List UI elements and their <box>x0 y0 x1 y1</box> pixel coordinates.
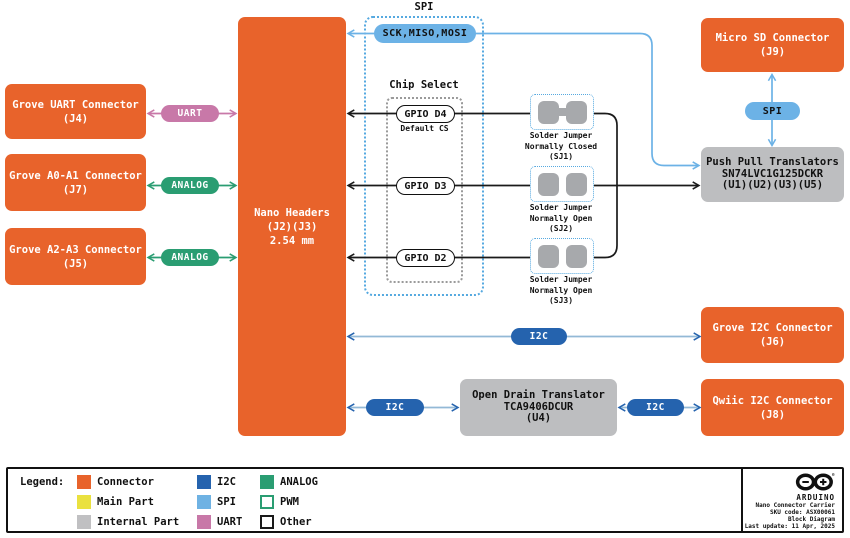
solder-jumper-sj1 <box>530 94 594 130</box>
jumper-bridge-closed <box>555 108 569 116</box>
i2c-opendrain-pill: I2C <box>366 399 424 416</box>
block-ref: (J6) <box>759 336 786 348</box>
chip-select-label: Chip Select <box>389 79 459 91</box>
jumper-pad <box>565 172 587 196</box>
sj2-label: Solder Jumper Normally Open (SJ2) <box>529 203 593 233</box>
i2c-grove-pill: I2C <box>511 328 567 345</box>
block-ref: (U1)(U2)(U3)(U5) <box>721 179 824 192</box>
legend-item: Other <box>260 515 318 529</box>
uart-swatch <box>197 515 211 529</box>
block-part: SN74LVC1G125DCKR <box>721 167 824 180</box>
sj3-label: Solder Jumper Normally Open (SJ3) <box>529 275 593 305</box>
main-part-swatch <box>77 495 91 509</box>
grove-i2c-connector-block: Grove I2C Connector (J6) <box>701 307 844 363</box>
block-ref: (U4) <box>525 412 552 425</box>
footer-info: ® ARDUINO Nano Connector Carrier SKU cod… <box>743 469 842 531</box>
analog-bus-pill-1: ANALOG <box>161 177 219 194</box>
footer-last-update: Last update: 11 Apr, 2025 <box>744 523 835 530</box>
jumper-pad <box>565 244 587 268</box>
arduino-logo-icon: ® <box>795 472 835 491</box>
block-part: TCA9406DCUR <box>503 400 574 413</box>
other-swatch <box>260 515 274 529</box>
block-pitch: 2.54 mm <box>269 234 315 247</box>
default-cs-note: Default CS <box>400 124 449 133</box>
spi-group-label: SPI <box>414 1 434 13</box>
legend-panel: Legend: Connector Main Part Internal Par… <box>6 467 844 533</box>
legend-item: Main Part <box>77 495 179 509</box>
block-ref: (J8) <box>759 408 786 421</box>
block-title: Grove I2C Connector <box>712 322 833 334</box>
jumper-pad <box>537 244 559 268</box>
block-ref: (J5) <box>62 257 89 270</box>
gpio-d3-pill: GPIO D3 <box>396 177 455 195</box>
block-title: Open Drain Translator <box>472 389 605 402</box>
legend-item: PWM <box>260 495 318 509</box>
grove-a2a3-connector-block: Grove A2-A3 Connector (J5) <box>5 228 146 285</box>
block-title: Grove A2-A3 Connector <box>9 243 142 256</box>
push-pull-translators-block: Push Pull Translators SN74LVC1G125DCKR (… <box>701 147 844 202</box>
block-title: Nano Headers <box>254 206 330 219</box>
footer-divider <box>741 469 743 531</box>
legend-item: SPI <box>197 495 242 509</box>
internal-part-swatch <box>77 515 91 529</box>
spi-signals-pill: SCK,MISO,MOSI <box>374 24 476 43</box>
grove-a0a1-connector-block: Grove A0-A1 Connector (J7) <box>5 154 146 211</box>
spi-sd-pill: SPI <box>745 102 800 120</box>
block-title: Micro SD Connector <box>715 32 830 44</box>
solder-jumper-sj2 <box>530 166 594 202</box>
block-title: Grove A0-A1 Connector <box>9 169 142 182</box>
block-title: Qwiic I2C Connector <box>712 394 833 407</box>
legend-item: Internal Part <box>77 515 179 529</box>
footer-product: Nano Connector Carrier <box>755 502 835 509</box>
nano-headers-block: Nano Headers (J2)(J3) 2.54 mm <box>238 17 346 436</box>
block-ref: (J4) <box>62 112 89 125</box>
grove-uart-connector-block: Grove UART Connector (J4) <box>5 84 146 139</box>
gpio-d2-pill: GPIO D2 <box>396 249 455 267</box>
arduino-brand-text: ARDUINO <box>796 493 835 502</box>
analog-bus-pill-2: ANALOG <box>161 249 219 266</box>
block-ref: (J9) <box>759 46 786 58</box>
spi-swatch <box>197 495 211 509</box>
legend-column-buses: I2C SPI UART <box>197 475 242 529</box>
jumper-pad <box>537 172 559 196</box>
legend-column-parts: Connector Main Part Internal Part <box>77 475 179 529</box>
uart-bus-pill: UART <box>161 105 219 122</box>
i2c-qwiic-pill: I2C <box>627 399 684 416</box>
block-title: Grove UART Connector <box>12 98 139 111</box>
gpio-d4-pill: GPIO D4 <box>396 105 455 123</box>
open-drain-translator-block: Open Drain Translator TCA9406DCUR (U4) <box>460 379 617 436</box>
micro-sd-connector-block: Micro SD Connector (J9) <box>701 18 844 72</box>
legend-item: ANALOG <box>260 475 318 489</box>
block-ref: (J2)(J3) <box>266 220 318 233</box>
legend-item: Connector <box>77 475 179 489</box>
pwm-swatch <box>260 495 274 509</box>
connector-swatch <box>77 475 91 489</box>
block-title: Push Pull Translators <box>706 156 839 169</box>
legend-item: I2C <box>197 475 242 489</box>
analog-swatch <box>260 475 274 489</box>
footer-doc-type: Block Diagram <box>788 516 835 523</box>
legend-column-signals: ANALOG PWM Other <box>260 475 318 529</box>
sj1-label: Solder Jumper Normally Closed (SJ1) <box>524 131 598 161</box>
qwiic-i2c-connector-block: Qwiic I2C Connector (J8) <box>701 379 844 436</box>
svg-text:®: ® <box>832 472 835 477</box>
footer-sku: SKU code: ASX00061 <box>769 509 835 516</box>
legend-item: UART <box>197 515 242 529</box>
solder-jumper-sj3 <box>530 238 594 274</box>
block-ref: (J7) <box>62 183 89 196</box>
i2c-swatch <box>197 475 211 489</box>
legend-title: Legend: <box>20 476 65 488</box>
